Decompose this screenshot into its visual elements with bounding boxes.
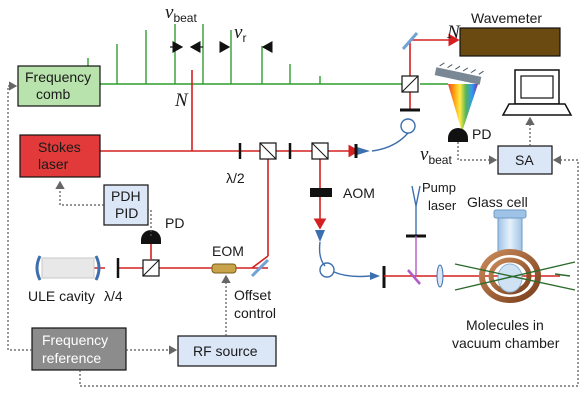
svg-text:RF source: RF source — [193, 343, 258, 359]
molecule-beams — [454, 261, 576, 291]
svg-text:laser: laser — [38, 156, 69, 172]
molecules-label-1: Molecules in — [466, 317, 544, 333]
frequency-reference-box: Frequency reference — [31, 327, 127, 371]
sa-box: SA — [497, 145, 553, 175]
fiber-coupler-top — [357, 147, 370, 155]
glass-cell — [493, 209, 527, 255]
fiber-coupler-aom — [315, 230, 325, 242]
rf-source-box: RF source — [177, 335, 277, 367]
quarter-wave-label: λ/4 — [104, 288, 123, 304]
fiber-coupler-pump — [370, 272, 380, 280]
svg-text:comb: comb — [36, 86, 70, 102]
pump-laser-label-2: laser — [428, 198, 457, 213]
pdh-to-stokes — [55, 180, 104, 206]
mirror-top — [401, 32, 419, 50]
svg-text:SA: SA — [515, 152, 534, 168]
svg-text:PID: PID — [115, 205, 138, 221]
ule-cavity — [35, 255, 101, 281]
pd-to-pdh — [148, 209, 152, 236]
pump-laser-source — [406, 185, 426, 276]
n-comb-label: N — [174, 90, 189, 111]
molecules-label-2: vacuum chamber — [452, 335, 560, 351]
focusing-lens — [436, 264, 444, 288]
pd-ule — [141, 230, 161, 244]
n-top-label: N — [446, 22, 461, 43]
aom-label: AOM — [343, 185, 375, 201]
ule-cavity-label: ULE cavity — [28, 288, 95, 304]
svg-text:reference: reference — [42, 350, 101, 366]
eom-label: EOM — [212, 243, 244, 259]
dichroic-mirror — [407, 269, 421, 285]
frequency-comb-box: Frequency comb — [17, 65, 101, 107]
svg-text:Frequency: Frequency — [42, 332, 108, 348]
ref-to-comb — [7, 81, 32, 351]
pd-to-sa — [457, 142, 498, 165]
pump-laser-label-1: Pump — [422, 180, 456, 195]
fiber-coil-top — [371, 118, 416, 152]
pdh-pid-box: PDH PID — [103, 184, 149, 226]
fiber-coil-bottom — [318, 241, 371, 278]
v-beat-top-label: vbeat — [165, 2, 197, 25]
beam-splitter-comb — [401, 75, 419, 93]
v-beat-sa-label: vbeat — [420, 144, 452, 167]
coil-rings — [479, 249, 541, 303]
beam-splitter-1 — [259, 142, 277, 160]
offset-control-label-2: control — [234, 305, 276, 321]
pd-grating — [448, 128, 468, 142]
offset-control-label-1: Offset — [234, 287, 271, 303]
glass-cell-label: Glass cell — [467, 194, 528, 210]
dispersed-spectrum — [448, 84, 478, 132]
v-r-label: vr — [234, 22, 246, 45]
svg-text:Wavemeter: Wavemeter — [471, 10, 542, 26]
half-wave-label: λ/2 — [226, 170, 245, 186]
svg-text:Frequency: Frequency — [25, 69, 91, 85]
beam-splitter-ule — [142, 259, 160, 277]
svg-text:PDH: PDH — [111, 188, 141, 204]
stokes-beam — [44, 39, 455, 269]
wavemeter-box: Wavemeter — [459, 10, 561, 57]
ref-to-sa — [79, 155, 579, 387]
computer-icon — [501, 69, 573, 116]
beam-splitter-2 — [311, 142, 329, 160]
pd-ule-label: PD — [165, 215, 184, 231]
aom — [310, 188, 332, 197]
stokes-laser-box: Stokes laser — [19, 134, 101, 178]
svg-text:Stokes: Stokes — [38, 139, 81, 155]
mirror-eom — [250, 258, 270, 278]
pd-grating-label: PD — [472, 126, 491, 142]
eom — [211, 263, 237, 274]
diffraction-grating — [434, 62, 484, 85]
